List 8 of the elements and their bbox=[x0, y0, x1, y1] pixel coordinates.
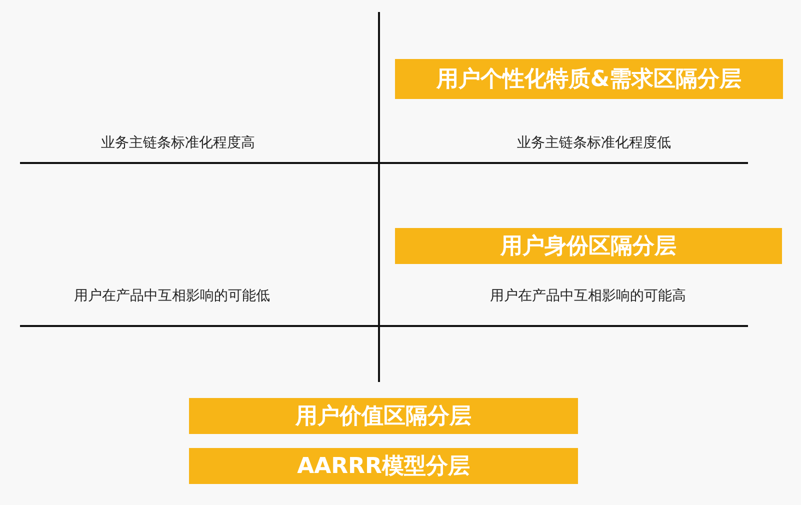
title-band: 用户身份区隔分层 bbox=[395, 228, 782, 264]
title-band: 用户价值区隔分层 bbox=[189, 398, 578, 434]
title-band: 用户个性化特质&需求区隔分层 bbox=[395, 59, 783, 99]
quadrant-label: 业务主链条标准化程度高 bbox=[101, 134, 255, 152]
quadrant-label: 用户在产品中互相影响的可能高 bbox=[490, 287, 686, 305]
title-band: AARRR模型分层 bbox=[189, 448, 578, 484]
quadrant-label: 用户在产品中互相影响的可能低 bbox=[74, 287, 270, 305]
quadrant-label: 业务主链条标准化程度低 bbox=[517, 134, 671, 152]
